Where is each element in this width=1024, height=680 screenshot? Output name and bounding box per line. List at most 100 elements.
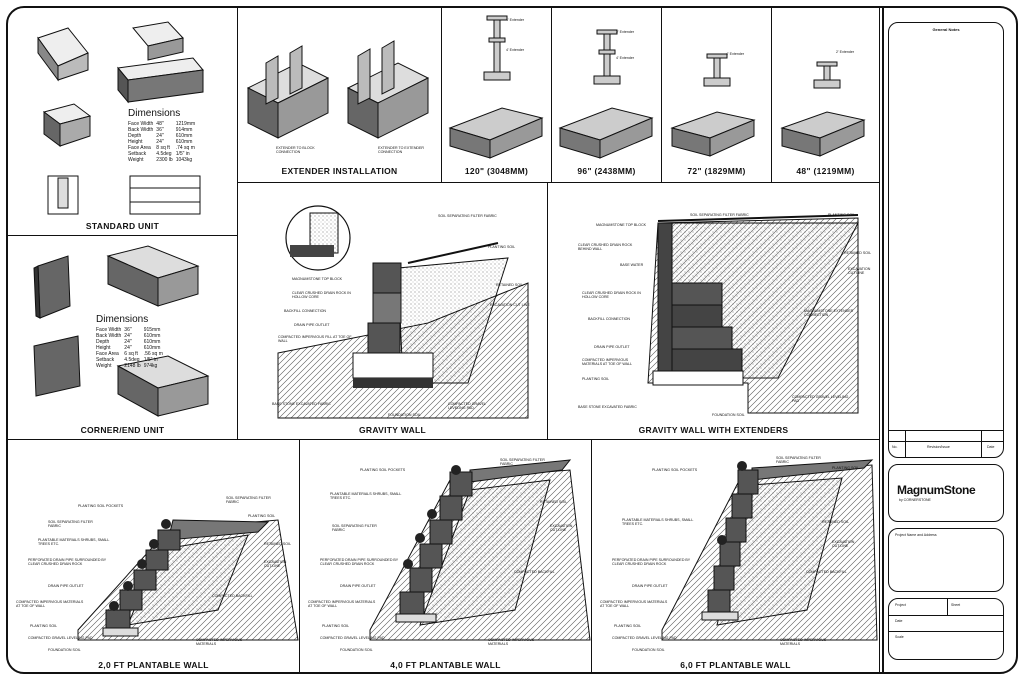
p6-label-9: COMPACTED IMPERVIOUS MATERIALS AT TOE OF… [600,600,668,609]
dimension-cell: 610mm [143,339,161,345]
dimension-cell: .56 sq m [143,351,163,357]
dimension-cell: 36" [156,127,164,133]
corner-unit-drawings [33,245,210,417]
gwe-label-4: RETAINED SOIL [844,251,872,255]
p4-label-0: PLANTING SOIL POCKETS [360,468,406,472]
p2-label-10: COMPACTED IMPERVIOUS MATERIALS AT TOE OF… [16,600,84,609]
gw-label-5: EXCAVATION CUT LINE [490,303,530,307]
panel-height-48: 2' Extender 48" (1219MM) [772,8,880,183]
dimension-cell: Weight [96,363,112,369]
height-72-label-1: 4' Extender [726,52,745,56]
dimension-cell: 1043kg [175,157,193,163]
gwe-label-8: BACKFILL CONNECTION [588,317,630,321]
logo-subtitle: by CORNERSTONE [899,498,931,502]
field-scale: Scale [895,635,904,639]
dimension-cell: 2300 lb [156,157,173,163]
dimension-cell: 610mm [175,133,193,139]
caption-extender-installation: EXTENDER INSTALLATION [281,166,398,176]
dimension-cell: 24" [156,133,164,139]
p2-label-14: FOUNDATION SOIL [48,648,81,652]
caption-standard-unit: STANDARD UNIT [85,221,160,231]
p2-label-0: PLANTING SOIL POCKETS [78,504,124,508]
dimension-cell: 610mm [143,345,161,351]
dimension-cell: 24" [124,333,132,339]
dimension-cell: 48" [156,121,164,127]
dimension-cell: 914mm [175,127,193,133]
dimension-cell: 610mm [143,333,161,339]
dimension-cell: 24" [124,345,132,351]
dimension-cell: Face Width [128,121,154,127]
p6-label-2: PLANTING SOIL [832,466,860,470]
panel-plantable-4ft: PLANTING SOIL POCKETS SOIL SEPARATING FI… [300,440,592,672]
p6-label-6: PERFORATED DRAIN PIPE SURROUNDED BY CLEA… [612,558,691,567]
caption-corner-unit: CORNER/END UNIT [80,425,165,435]
title-block-divider [882,8,884,672]
project-box: Project Name and Address [888,528,1004,592]
p6-label-10: PLANTING SOIL [614,624,642,628]
extender-96-drawing [558,29,654,159]
panel-gravity-wall-extenders: MAGNUMSTONE TOP BLOCK SOIL SEPARATING FI… [548,183,880,440]
panel-height-72: 4' Extender 72" (1829MM) [662,8,772,183]
gw-label-9: BASE STONE EXCAVATED FABRIC [272,402,331,406]
dimension-cell: 4.5deg [124,357,140,363]
dimension-cell: Weight [128,157,144,163]
height-96-label-1: 2' Extender [616,30,635,34]
dimension-cell: 4.5deg [156,151,172,157]
gwe-label-15: FOUNDATION SOIL [712,413,745,417]
dimension-cell: Depth [96,339,110,345]
p6-label-13: FOUNDATION SOIL [632,648,665,652]
dimension-cell: 610mm [175,139,193,145]
caption-height-48: 48" (1219MM) [796,166,855,176]
height-120-label-1: 4' Extender [506,18,525,22]
height-96-label-2: 4' Extender [616,56,635,60]
gwe-label-11: COMPACTED IMPERVIOUS MATERIALS AT TOE OF… [582,358,633,367]
p2-label-8: DRAIN PIPE OUTLET [48,584,84,588]
general-notes-box: General Notes No. Revision/Issue Date [888,22,1004,458]
dimensions-title: Dimensions [96,314,149,325]
gravity-wall-extenders-drawing [647,214,859,414]
gw-label-1: PLANTING SOIL [488,245,516,249]
height-120-label-2: 4' Extender [506,48,525,52]
gwe-label-7: CLEAR CRUSHED DRAIN ROCK IN HOLLOW CORE [582,291,641,300]
p2-label-12: COMPACTED GRAVEL LEVELING PAD [28,636,93,640]
dimension-cell: .74 sq m [175,145,195,151]
p4-label-12: COMPACTED IMPERVIOUS MATERIALS [488,638,535,647]
plantable-6ft-drawing [661,459,878,641]
gw-label-8: COMPACTED IMPERVIOUS FILL AT TOE OF WALL [278,335,352,344]
dimension-cell: 915mm [143,327,161,333]
dimension-cell: Face Area [128,145,151,151]
p6-label-11: COMPACTED GRAVEL LEVELING PAD [612,636,677,640]
standard-unit-drawings [37,21,204,215]
panel-plantable-6ft: PLANTING SOIL POCKETS SOIL SEPARATING FI… [592,440,880,672]
p2-label-5: RETAINED SOIL [264,542,292,546]
gwe-label-12: PLANTING SOIL [582,377,610,381]
p2-label-4: PLANTABLE MATERIALS SHRUBS, SMALL TREES … [38,538,110,547]
dimension-cell: 24" [156,139,164,145]
gwe-label-2: PLANTING SOIL [828,213,856,217]
gwe-label-0: MAGNUMSTONE TOP BLOCK [596,223,647,227]
gw-label-11: COMPACTED GRAVEL LEVELING PAD [448,402,486,411]
p4-label-13: FOUNDATION SOIL [340,648,373,652]
p6-label-12: COMPACTED IMPERVIOUS MATERIALS [780,638,827,647]
caption-plantable-6ft: 6,0 FT PLANTABLE WALL [680,660,791,670]
dimension-cell: 2148 lb [124,363,141,369]
caption-gravity-wall-extenders: GRAVITY WALL WITH EXTENDERS [638,425,789,435]
dimensions-title: Dimensions [128,108,181,119]
dimension-cell: 1/5" in [175,151,190,157]
dimension-cell: Face Width [96,327,122,333]
panel-extender-installation: EXTENDER TO BLOCK CONNECTION EXTENDER TO… [238,8,442,183]
p4-label-3: RETAINED SOIL [540,500,568,504]
p6-label-7: DRAIN PIPE OUTLET [632,584,668,588]
